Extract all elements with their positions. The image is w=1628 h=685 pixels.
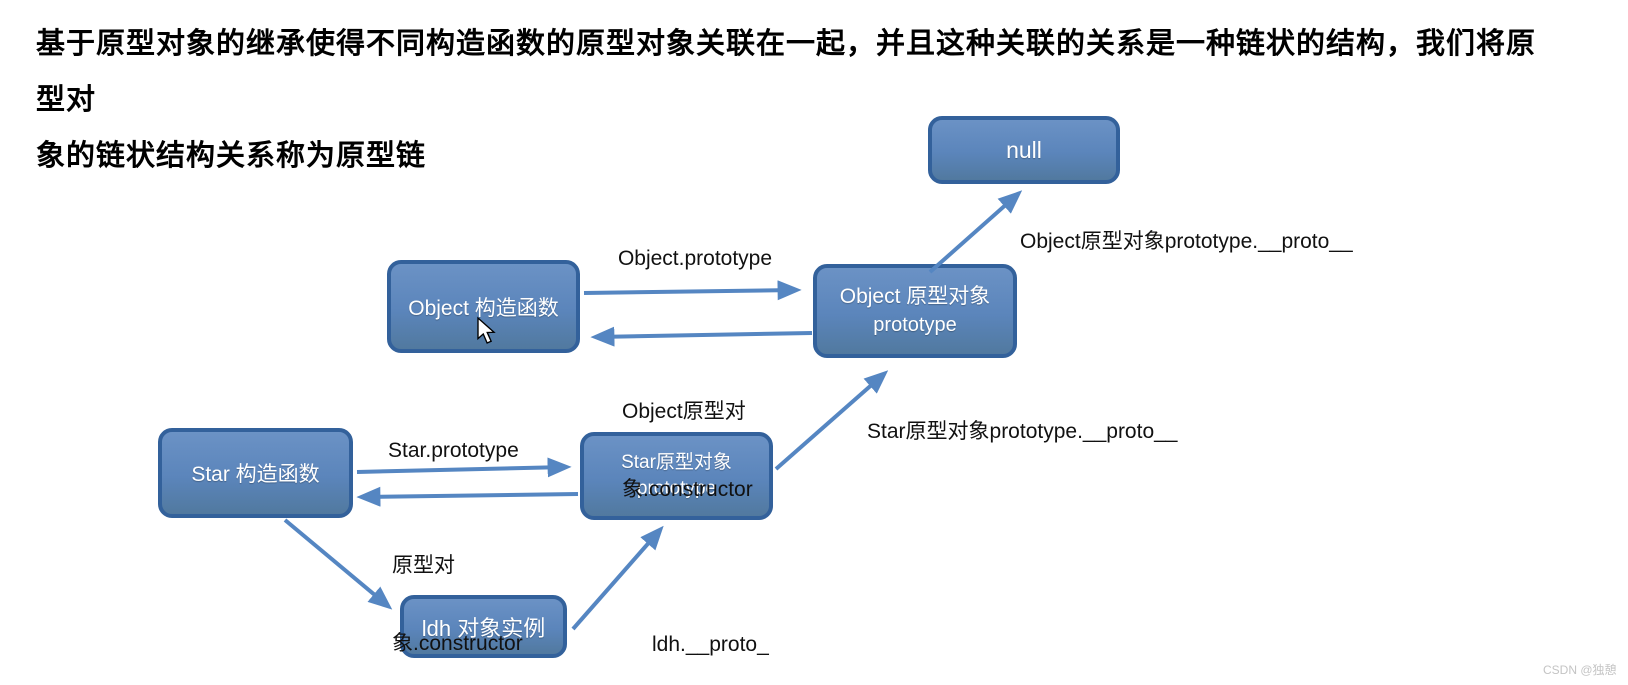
node-object-prototype-line1: Object 原型对象 <box>839 285 991 308</box>
node-object-constructor-label: Object 构造函数 <box>408 296 559 320</box>
node-star-prototype-line1: Star原型对象 <box>621 452 732 473</box>
node-object-prototype-line2: prototype <box>873 314 957 336</box>
label-star-constructor-line1: 原型对 <box>392 554 455 577</box>
label-object-constructor: Object原型对 象.constructor <box>622 347 753 555</box>
label-star-proto-chain: Star原型对象prototype.__proto__ <box>867 420 1178 443</box>
arrow-star-prototype <box>356 457 572 478</box>
node-star-constructor: Star 构造函数 <box>158 428 353 518</box>
node-ldh-instance-label: ldh 对象实例 <box>421 615 546 641</box>
label-star-prototype: Star.prototype <box>388 439 519 462</box>
arrow-object-proto-to-null <box>928 190 1023 274</box>
label-star-constructor: 原型对 象.constructor <box>392 501 523 685</box>
node-star-prototype: Star原型对象 prototype <box>580 432 773 520</box>
label-object-constructor-line2: 象.constructor <box>622 478 753 501</box>
label-object-prototype: Object.prototype <box>617 247 773 270</box>
node-star-constructor-label: Star 构造函数 <box>191 463 320 486</box>
slide-title-line-2: 象的链状结构关系称为原型链 <box>36 140 427 172</box>
node-star-prototype-line2: prototype <box>636 478 717 499</box>
arrow-object-prototype <box>583 280 802 301</box>
node-object-prototype: Object 原型对象 prototype <box>813 264 1017 358</box>
node-null-label: null <box>1006 136 1042 163</box>
node-object-constructor: Object 构造函数 <box>387 260 580 353</box>
arrow-object-constructor <box>590 326 813 347</box>
node-ldh-instance: ldh 对象实例 <box>400 595 567 658</box>
label-object-proto-chain: Object原型对象prototype.__proto__ <box>1020 230 1353 253</box>
csdn-watermark: CSDN @独憩 <box>1543 663 1617 677</box>
label-star-constructor-line2: 象.constructor <box>392 632 523 655</box>
arrow-star-to-ldh <box>283 518 393 610</box>
node-null: null <box>928 116 1120 184</box>
label-object-constructor-line1: Object原型对 <box>622 400 746 423</box>
arrow-star-constructor <box>356 486 579 507</box>
slide-title: 基于原型对象的继承使得不同构造函数的原型对象关联在一起，并且这种关联的关系是一种… <box>36 16 1556 184</box>
label-ldh-proto: ldh.__proto_ _ <box>652 565 769 685</box>
slide-title-line-1: 基于原型对象的继承使得不同构造函数的原型对象关联在一起，并且这种关联的关系是一种… <box>36 28 1537 116</box>
label-ldh-proto-line1: ldh.__proto_ <box>652 633 769 656</box>
